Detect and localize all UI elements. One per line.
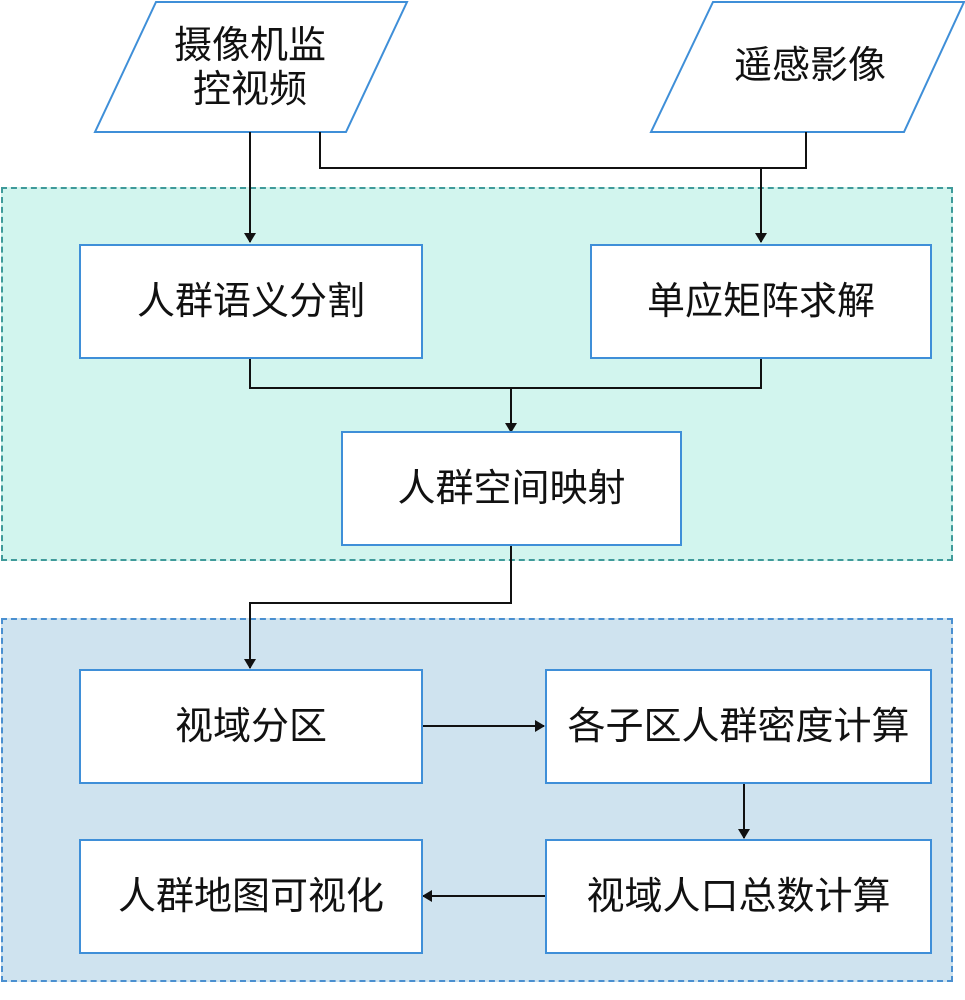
input-remote-shape <box>649 0 965 133</box>
arrow-remote-to-homography <box>755 132 807 243</box>
visualize-box: 人群地图可视化 <box>79 839 423 954</box>
total-box: 视域人口总数计算 <box>545 839 932 954</box>
connector-camera-to-homography <box>319 132 761 169</box>
partition-box: 视域分区 <box>79 669 423 784</box>
homography-box: 单应矩阵求解 <box>590 244 932 359</box>
input-camera-line1: 摄像机监 <box>173 23 326 68</box>
input-camera-shape <box>93 1 409 133</box>
input-camera-line2: 控视频 <box>192 67 307 111</box>
input-remote-label: 遥感影像 <box>733 43 886 88</box>
segmentation-box: 人群语义分割 <box>79 244 423 359</box>
connector-segmentation-merge <box>249 358 762 389</box>
arrow-mapping-to-partition <box>244 545 512 669</box>
input-camera-label: 摄像机监 控视频 <box>150 18 350 118</box>
mapping-box: 人群空间映射 <box>341 431 682 546</box>
density-box: 各子区人群密度计算 <box>545 669 932 784</box>
